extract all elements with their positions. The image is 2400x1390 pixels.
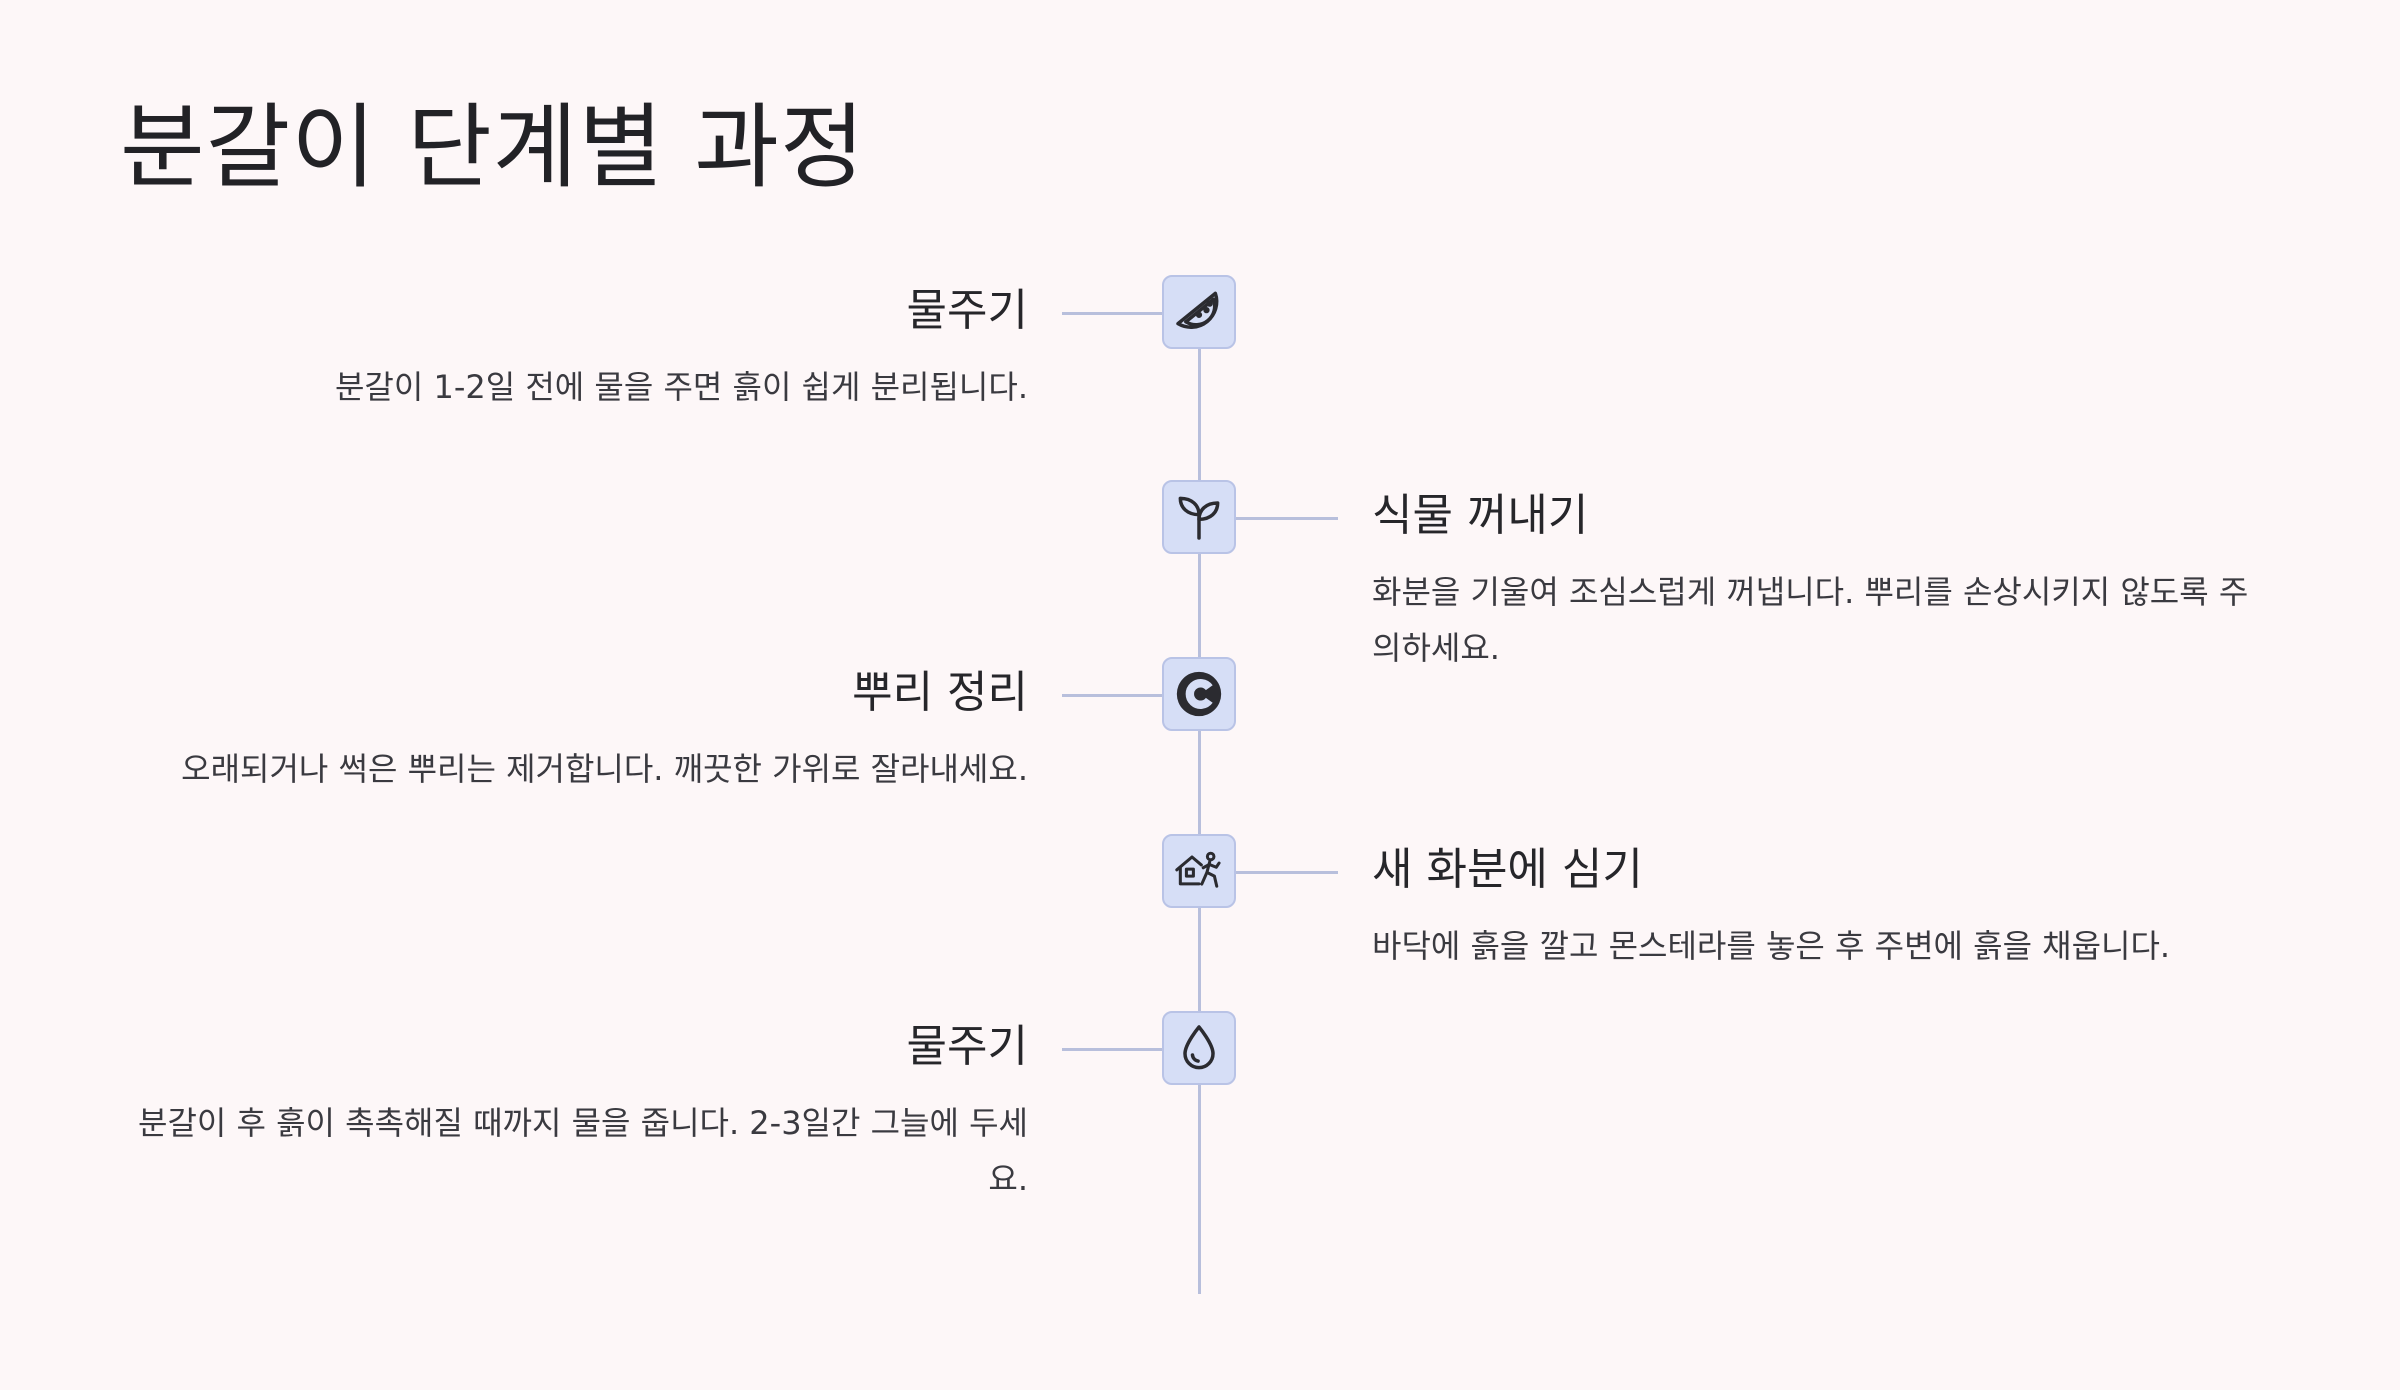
house-person-icon bbox=[1175, 851, 1221, 888]
step-heading: 물주기 bbox=[906, 285, 1028, 336]
droplet-icon bbox=[1183, 1025, 1215, 1070]
step-icon-box bbox=[1162, 657, 1236, 731]
step-connector bbox=[1062, 311, 1164, 315]
step-icon-box bbox=[1162, 1011, 1236, 1085]
step-icon-box bbox=[1162, 275, 1236, 349]
sprout-icon bbox=[1178, 496, 1220, 540]
step-text: 물주기 분갈이 후 흙이 촉촉해질 때까지 물을 줍니다. 2-3일간 그늘에 … bbox=[128, 1017, 1028, 1207]
step-description: 화분을 기울여 조심스럽게 꺼냅니다. 뿌리를 손상시키지 않도록 주의하세요. bbox=[1372, 573, 2249, 667]
step-heading: 새 화분에 심기 bbox=[1372, 844, 1643, 895]
step-icon-box bbox=[1162, 834, 1236, 908]
step-connector bbox=[1062, 693, 1164, 697]
c-letter-icon bbox=[1176, 671, 1222, 717]
timeline-spine bbox=[1198, 314, 1201, 1294]
step-connector bbox=[1236, 516, 1338, 520]
watermelon-icon bbox=[1176, 291, 1219, 329]
step-description: 바닥에 흙을 깔고 몬스테라를 놓은 후 주변에 흙을 채웁니다. bbox=[1372, 927, 2171, 965]
step-description: 분갈이 후 흙이 촉촉해질 때까지 물을 줍니다. 2-3일간 그늘에 두세요. bbox=[138, 1104, 1028, 1198]
step-heading: 물주기 bbox=[906, 1021, 1028, 1072]
step-connector bbox=[1062, 1047, 1164, 1051]
step-text: 새 화분에 심기 바닥에 흙을 깔고 몬스테라를 놓은 후 주변에 흙을 채웁니… bbox=[1372, 840, 2272, 974]
step-text: 물주기 분갈이 1-2일 전에 물을 주면 흙이 쉽게 분리됩니다. bbox=[128, 281, 1028, 415]
step-heading: 식물 꺼내기 bbox=[1372, 490, 1589, 541]
step-description: 오래되거나 썩은 뿌리는 제거합니다. 깨끗한 가위로 잘라내세요. bbox=[181, 750, 1028, 788]
step-icon-box bbox=[1162, 480, 1236, 554]
step-text: 식물 꺼내기 화분을 기울여 조심스럽게 꺼냅니다. 뿌리를 손상시키지 않도록… bbox=[1372, 486, 2272, 676]
step-connector bbox=[1236, 870, 1338, 874]
page-title: 분갈이 단계별 과정 bbox=[120, 94, 866, 201]
step-description: 분갈이 1-2일 전에 물을 주면 흙이 쉽게 분리됩니다. bbox=[334, 368, 1028, 406]
step-text: 뿌리 정리 오래되거나 썩은 뿌리는 제거합니다. 깨끗한 가위로 잘라내세요. bbox=[128, 663, 1028, 797]
step-heading: 뿌리 정리 bbox=[852, 667, 1028, 718]
